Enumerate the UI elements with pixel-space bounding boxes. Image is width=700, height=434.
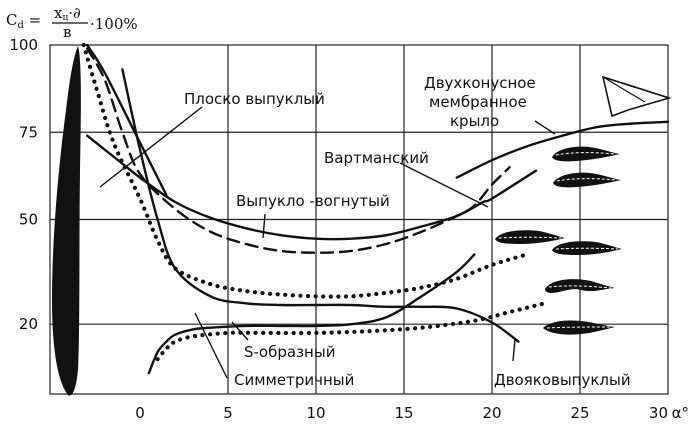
series-layer xyxy=(81,42,670,375)
leader-vartman xyxy=(399,162,489,208)
label-vartmanskiy: Вартманский xyxy=(324,149,429,167)
y-axis-label-cd: Cd = xyxy=(6,11,41,31)
airfoil-icon-5 xyxy=(545,279,615,293)
x-tick-label: 5 xyxy=(223,404,233,422)
y-axis-label: Cd = xц·∂ в ·100% xyxy=(6,4,138,41)
airfoil-icon-2 xyxy=(553,172,621,188)
y-axis-label-numerator: xц·∂ xyxy=(54,4,81,23)
series-line-8 xyxy=(147,253,476,375)
y-tick-label: 50 xyxy=(19,211,38,229)
label-plosko-vypuklyy: Плоско выпуклый xyxy=(184,90,325,108)
leader-vypuklo xyxy=(262,213,266,239)
x-tick-label: 15 xyxy=(394,404,413,422)
x-tick-label: 25 xyxy=(570,404,589,422)
leader-biconvex xyxy=(512,338,516,362)
y-axis-label-denominator: в xyxy=(63,23,71,41)
y-tick-label: 20 xyxy=(19,315,38,333)
leader-lines xyxy=(99,106,556,379)
label-dvoyakovypuklyy: Двояковыпуклый xyxy=(494,371,631,389)
series-line-3 xyxy=(86,134,538,241)
leader-membrane xyxy=(534,120,556,135)
x-tick-label: 20 xyxy=(482,404,501,422)
leader-plosko xyxy=(99,106,203,188)
airfoil-icon-4 xyxy=(552,241,622,255)
x-tick-label: 10 xyxy=(306,404,325,422)
leader-s-shape xyxy=(231,321,249,341)
vortex-blob xyxy=(52,46,81,396)
x-tick-label: 0 xyxy=(135,404,145,422)
series-line-5 xyxy=(86,43,168,197)
series-line-7 xyxy=(155,301,547,362)
airfoil-icon-6 xyxy=(543,320,615,335)
x-axis-label: α° xyxy=(672,404,689,422)
label-s-obraznyy: S-образный xyxy=(244,343,335,361)
x-tick-label: 30 xyxy=(649,404,668,422)
airfoil-profiles xyxy=(495,146,622,335)
label-dvukhkonusnoe: Двухконусное xyxy=(424,74,536,92)
label-membrannoe: мембранное xyxy=(429,93,527,111)
y-tick-label: 100 xyxy=(9,36,38,54)
series-line-6 xyxy=(81,42,530,299)
series-line-1 xyxy=(121,68,520,343)
y-tick-label: 75 xyxy=(19,123,38,141)
airfoil-icon-3 xyxy=(495,230,565,244)
y-axis-label-percent: ·100% xyxy=(90,15,138,33)
annotations: Плоско выпуклый Двухконусное мембранное … xyxy=(184,74,631,389)
label-vypuklo-vognutyy: Выпукло -вогнутый xyxy=(236,192,390,210)
airfoil-icon-1 xyxy=(552,146,620,162)
leader-symmetric xyxy=(194,312,228,379)
paper-plane-icon xyxy=(601,75,672,118)
label-simmetrichnyy: Симметричный xyxy=(234,371,354,389)
series-line-4 xyxy=(455,120,670,179)
grid xyxy=(49,44,669,395)
label-krylo: крыло xyxy=(450,112,499,130)
